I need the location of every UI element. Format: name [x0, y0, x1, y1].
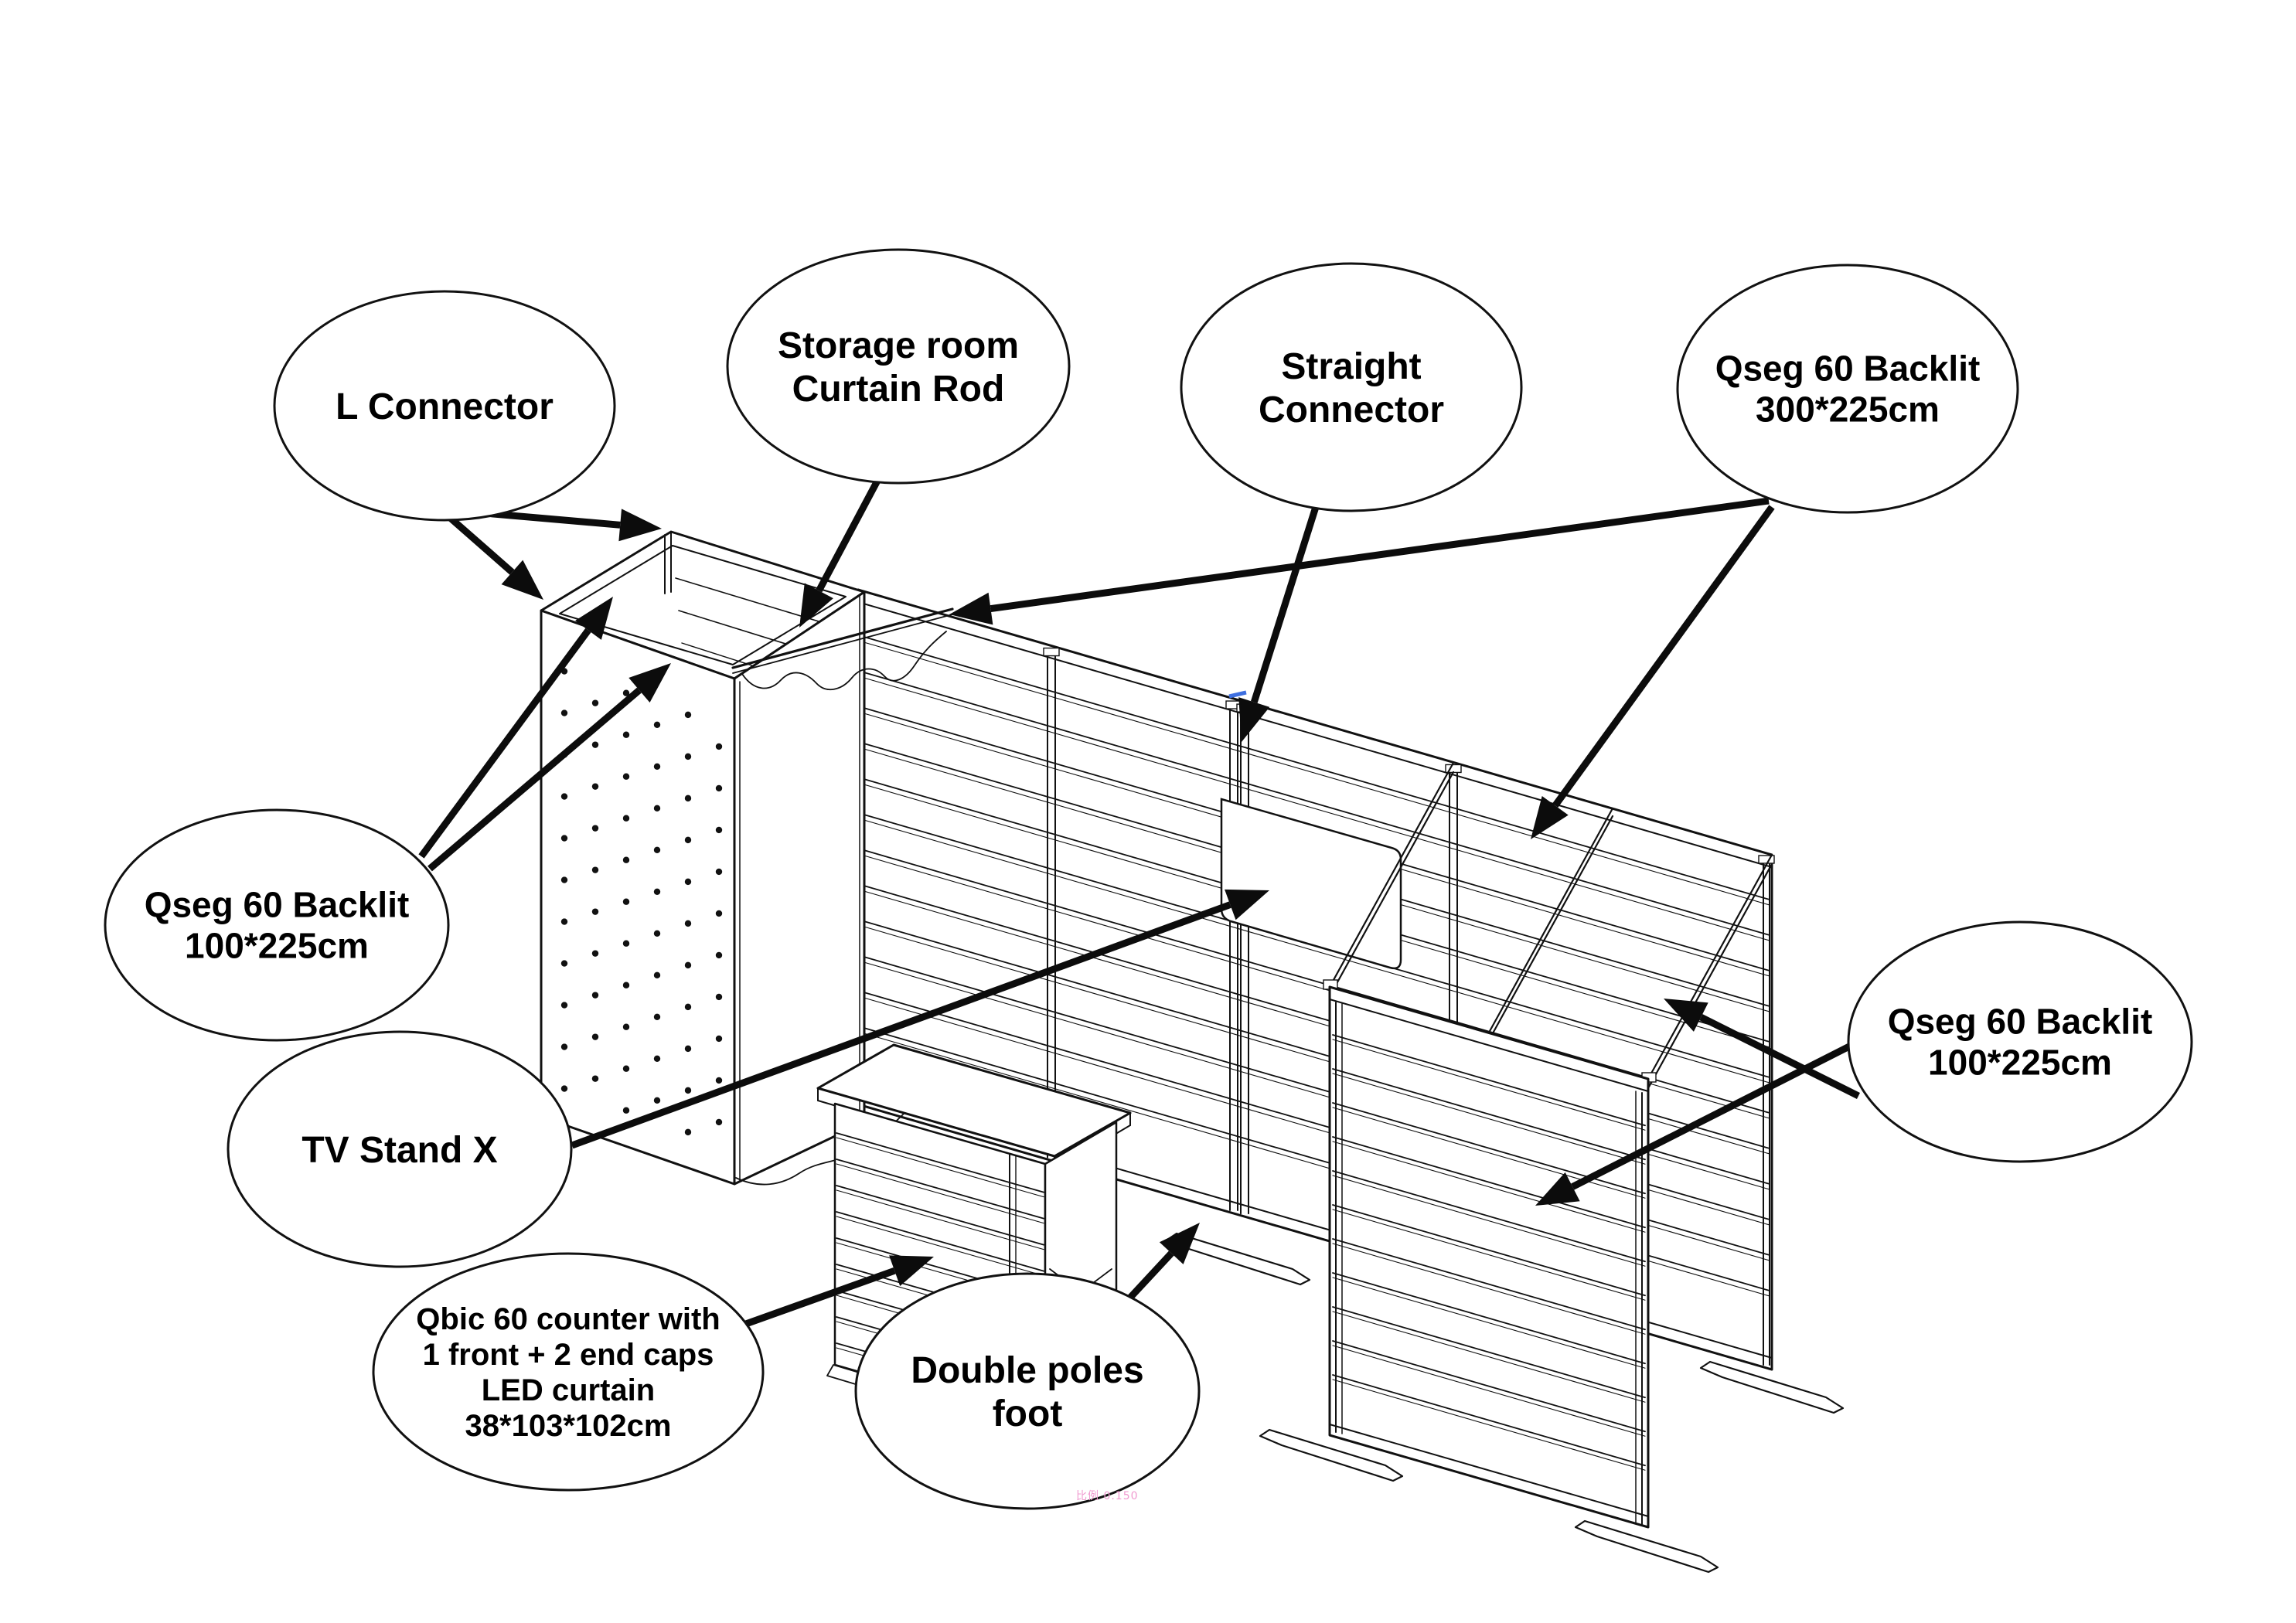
callout-arrows	[418, 478, 1861, 1329]
callout-arrow-straight-connector	[1238, 505, 1320, 742]
callout-tv-stand-x: TV Stand X	[227, 1030, 573, 1268]
callout-arrow-double-poles-foot	[1116, 1223, 1200, 1312]
callout-arrow-l-connector	[446, 513, 543, 600]
front-right-wall	[1328, 985, 1650, 1529]
callout-arrow-qseg-60-backlit-100-right	[1535, 1041, 1855, 1206]
callout-arrow-storage-room-curtain-rod	[799, 478, 881, 628]
callout-arrow-tv-stand-x	[571, 889, 1269, 1149]
callout-arrow-qseg-60-backlit-300	[949, 497, 1770, 625]
callout-arrow-qbic-60-counter	[742, 1255, 934, 1329]
callout-arrow-qseg-60-backlit-300	[1531, 505, 1775, 839]
callout-arrow-qseg-60-backlit-100-left	[428, 663, 671, 872]
tv-panel	[1220, 798, 1402, 970]
scale-note: 比例 0.150	[1076, 1490, 1139, 1502]
callout-arrow-qseg-60-backlit-100-right	[1664, 999, 1861, 1100]
callout-label: TV Stand X	[301, 1130, 497, 1171]
callout-label: L Connector	[336, 386, 554, 427]
callout-l-connector: L Connector	[273, 290, 616, 522]
foot-plates	[1166, 1232, 1845, 1574]
callout-arrow-qseg-60-backlit-100-left	[418, 597, 613, 859]
